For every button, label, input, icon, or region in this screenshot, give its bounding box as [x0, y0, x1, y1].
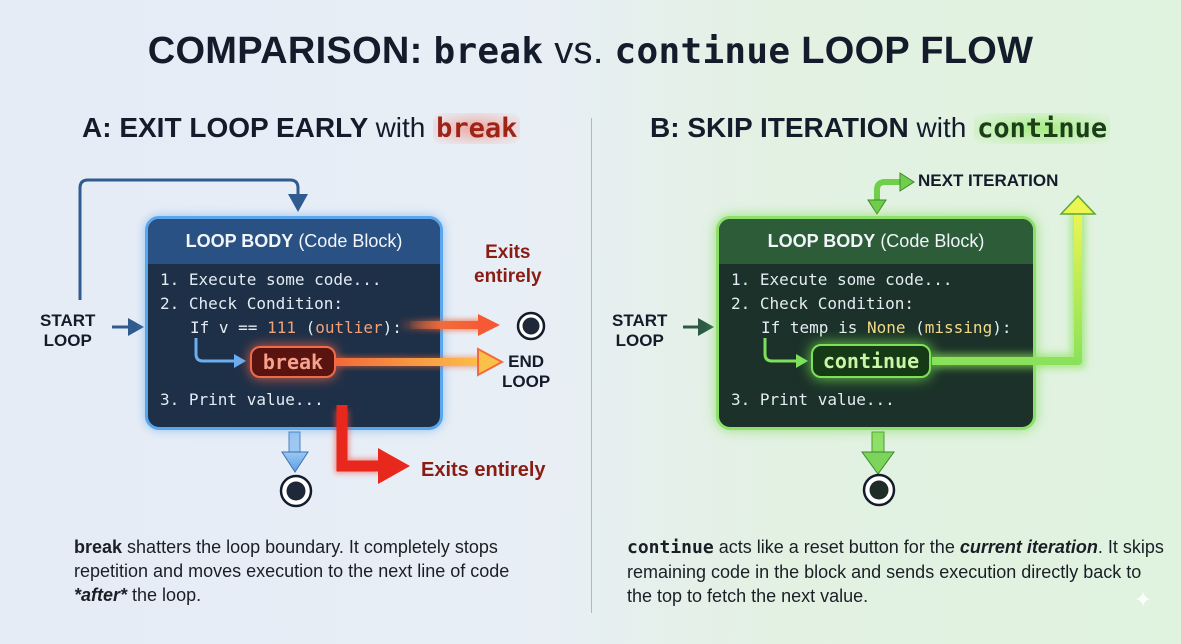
end-loop-node-a-bottom [279, 474, 313, 508]
code-text: If temp is [761, 318, 867, 337]
label-line: START [40, 311, 96, 330]
sparkle-icon: ✦ [1133, 587, 1153, 612]
end-loop-node-b [862, 473, 896, 507]
code-text: ( [295, 318, 316, 337]
code-line-4: 3. Print value... [731, 390, 895, 409]
label-line: END [508, 352, 545, 371]
header-bold: LOOP BODY [185, 231, 294, 251]
code-note: outlier [315, 318, 383, 337]
code-line-3: If v == 111 (outlier): [160, 316, 440, 340]
label-line: LOOP [502, 372, 551, 391]
section-divider [591, 118, 592, 613]
section-a-title: A: EXIT LOOP EARLY with break [82, 112, 521, 144]
code-text: ): [382, 318, 402, 337]
description-text: acts like a reset button for the [713, 537, 960, 557]
code-value: 111 [267, 318, 296, 337]
label-line: START [612, 311, 668, 330]
end-loop-label: END LOOP [502, 352, 550, 392]
main-title: COMPARISON: break vs. continue LOOP FLOW [0, 30, 1181, 73]
code-lines-a: 1. Execute some code... 2. Check Conditi… [148, 264, 440, 412]
description-text: . It skips remaining code in the block a… [627, 537, 1164, 606]
code-line-2: 2. Check Condition: [160, 294, 344, 313]
loop-body-header-a: LOOP BODY (Code Block) [148, 219, 440, 264]
title-keyword-break: break [433, 31, 544, 72]
code-line-1: 1. Execute some code... [160, 270, 382, 289]
section-b-title-text: B: SKIP ITERATION [650, 112, 917, 143]
header-rest: (Code Block) [293, 231, 403, 251]
code-note: missing [924, 318, 993, 337]
code-lines-b: 1. Execute some code... 2. Check Conditi… [719, 264, 1033, 412]
exits-entirely-label-bottom: Exits entirely [421, 459, 546, 481]
code-value: None [866, 318, 906, 337]
title-suffix: LOOP FLOW [790, 30, 1034, 72]
start-loop-label-a: START LOOP [40, 311, 95, 351]
next-iteration-label: NEXT ITERATION [918, 171, 1059, 190]
start-loop-label-b: START LOOP [612, 311, 667, 351]
label-line: LOOP [43, 331, 92, 350]
next-iteration-arrow [867, 172, 915, 215]
title-keyword-continue: continue [614, 31, 791, 72]
description-keyword: break [74, 537, 123, 557]
section-a-title-text: A: EXIT LOOP EARLY [82, 112, 376, 143]
section-b-title: B: SKIP ITERATION with continue [650, 112, 1111, 144]
description-emphasis: *after* [74, 585, 128, 605]
section-b-title-with: with [916, 112, 975, 143]
description-b: continue acts like a reset button for th… [627, 535, 1167, 608]
code-line-1: 1. Execute some code... [731, 270, 953, 289]
code-text: ( [905, 318, 925, 337]
exit-arrow-b [861, 431, 895, 475]
break-keyword-pill: break [250, 346, 336, 378]
header-rest: (Code Block) [875, 231, 985, 251]
code-text: ): [992, 318, 1012, 337]
continue-keyword-pill: continue [811, 344, 931, 378]
end-loop-node-a-right [516, 311, 546, 341]
code-text: If v == [190, 318, 268, 337]
header-bold: LOOP BODY [767, 231, 876, 251]
code-line-3: If temp is None (missing): [731, 316, 1033, 340]
start-arrow-a [112, 318, 144, 336]
code-line-4: 3. Print value... [160, 390, 324, 409]
description-a: break shatters the loop boundary. It com… [74, 535, 544, 607]
loop-body-box-a: LOOP BODY (Code Block) 1. Execute some c… [145, 216, 443, 430]
description-keyword: continue [627, 537, 714, 558]
code-line-2: 2. Check Condition: [731, 294, 915, 313]
description-text: the loop. [127, 585, 202, 605]
section-a-keyword: break [433, 113, 521, 144]
exits-entirely-label-top: Exits entirely [474, 241, 542, 289]
section-a-title-with: with [375, 112, 434, 143]
loop-body-header-b: LOOP BODY (Code Block) [719, 219, 1033, 264]
description-text: shatters the loop boundary. It completel… [74, 537, 510, 581]
section-b-keyword: continue [974, 113, 1111, 144]
title-prefix: COMPARISON: [147, 30, 434, 72]
exit-arrow-a [281, 431, 309, 473]
label-line: Exits [485, 242, 531, 263]
title-vs: vs. [543, 30, 615, 72]
label-line: entirely [474, 266, 542, 287]
start-arrow-b [683, 318, 714, 336]
description-emphasis: current iteration [959, 537, 1098, 557]
label-line: LOOP [615, 331, 664, 350]
loop-body-box-b: LOOP BODY (Code Block) 1. Execute some c… [716, 216, 1036, 430]
